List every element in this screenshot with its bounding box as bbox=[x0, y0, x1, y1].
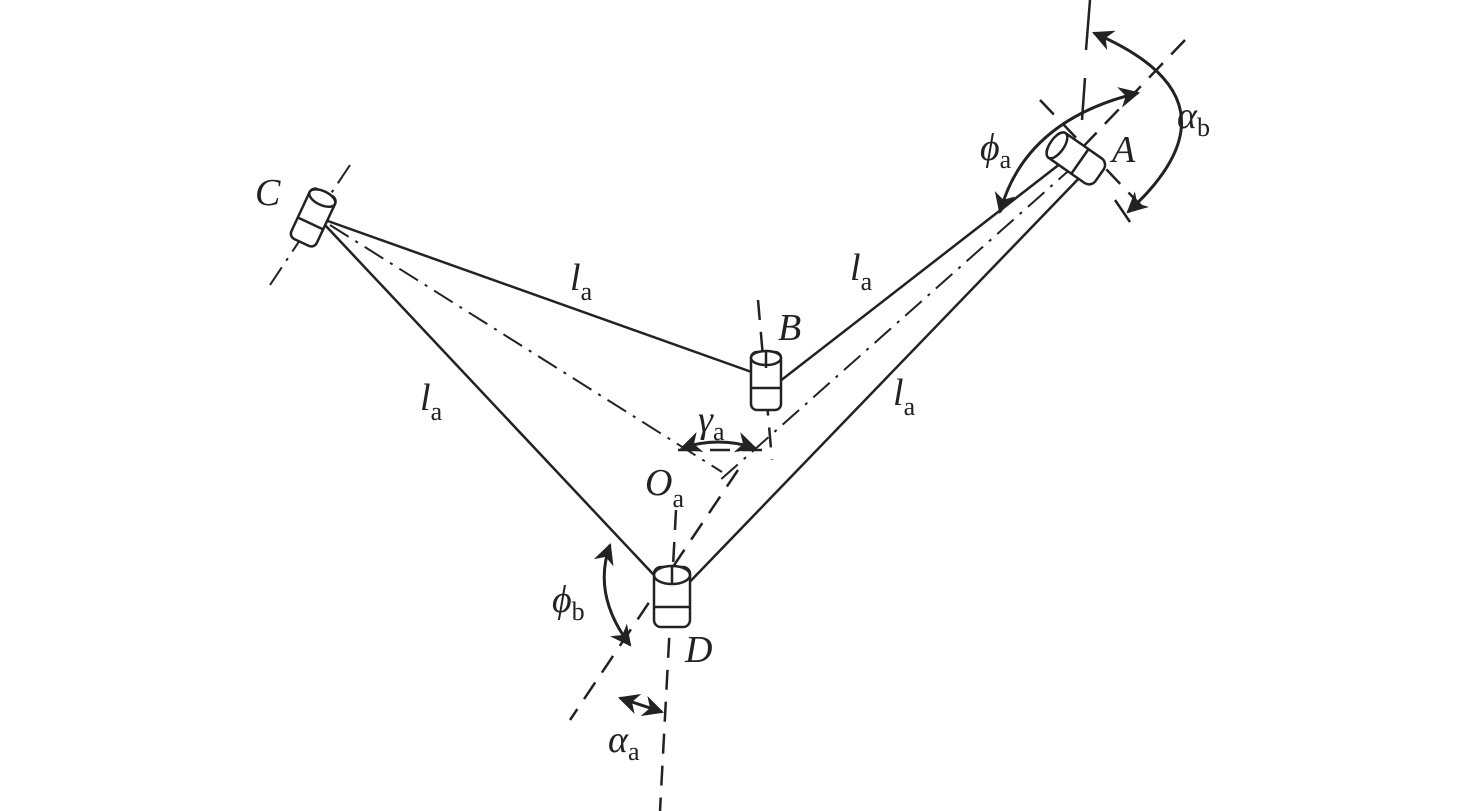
label-point-c: C bbox=[255, 172, 281, 214]
label-gamma-a: γa bbox=[698, 399, 725, 446]
alpha-a-arrow bbox=[618, 694, 664, 716]
construction-lines bbox=[269, 0, 1186, 811]
label-link-cb: la bbox=[570, 257, 593, 306]
centerline-a-o bbox=[717, 164, 1076, 483]
ref-tick-a1 bbox=[1084, 0, 1092, 51]
link-c-d bbox=[324, 224, 669, 591]
label-point-d: D bbox=[684, 629, 712, 671]
joint-c bbox=[289, 187, 337, 248]
phi-b-arrow bbox=[593, 543, 632, 647]
axis-d-vertical bbox=[658, 509, 678, 811]
label-link-cd: la bbox=[420, 377, 443, 426]
label-alpha-b: αb bbox=[1177, 95, 1210, 142]
axis-d-tilted bbox=[568, 469, 740, 721]
label-phi-b: ϕb bbox=[552, 579, 585, 626]
joint-d bbox=[652, 564, 692, 629]
label-point-o: Oa bbox=[645, 462, 684, 513]
label-point-a: A bbox=[1109, 129, 1136, 171]
label-alpha-a: αa bbox=[608, 719, 640, 766]
gamma-arrow bbox=[680, 432, 757, 453]
label-phi-a: ϕa bbox=[980, 127, 1012, 174]
link-d-a bbox=[679, 171, 1086, 593]
label-point-b: B bbox=[778, 307, 801, 349]
angle-arrows bbox=[593, 30, 1183, 716]
label-link-da: la bbox=[893, 372, 916, 421]
link-c-b bbox=[324, 218, 761, 377]
label-link-ba: la bbox=[850, 247, 873, 296]
centerline-c-o bbox=[329, 224, 723, 473]
alpha-b-arrow bbox=[1092, 30, 1183, 214]
link-b-a bbox=[774, 159, 1066, 386]
links bbox=[324, 159, 1086, 593]
joint-b bbox=[749, 349, 783, 412]
